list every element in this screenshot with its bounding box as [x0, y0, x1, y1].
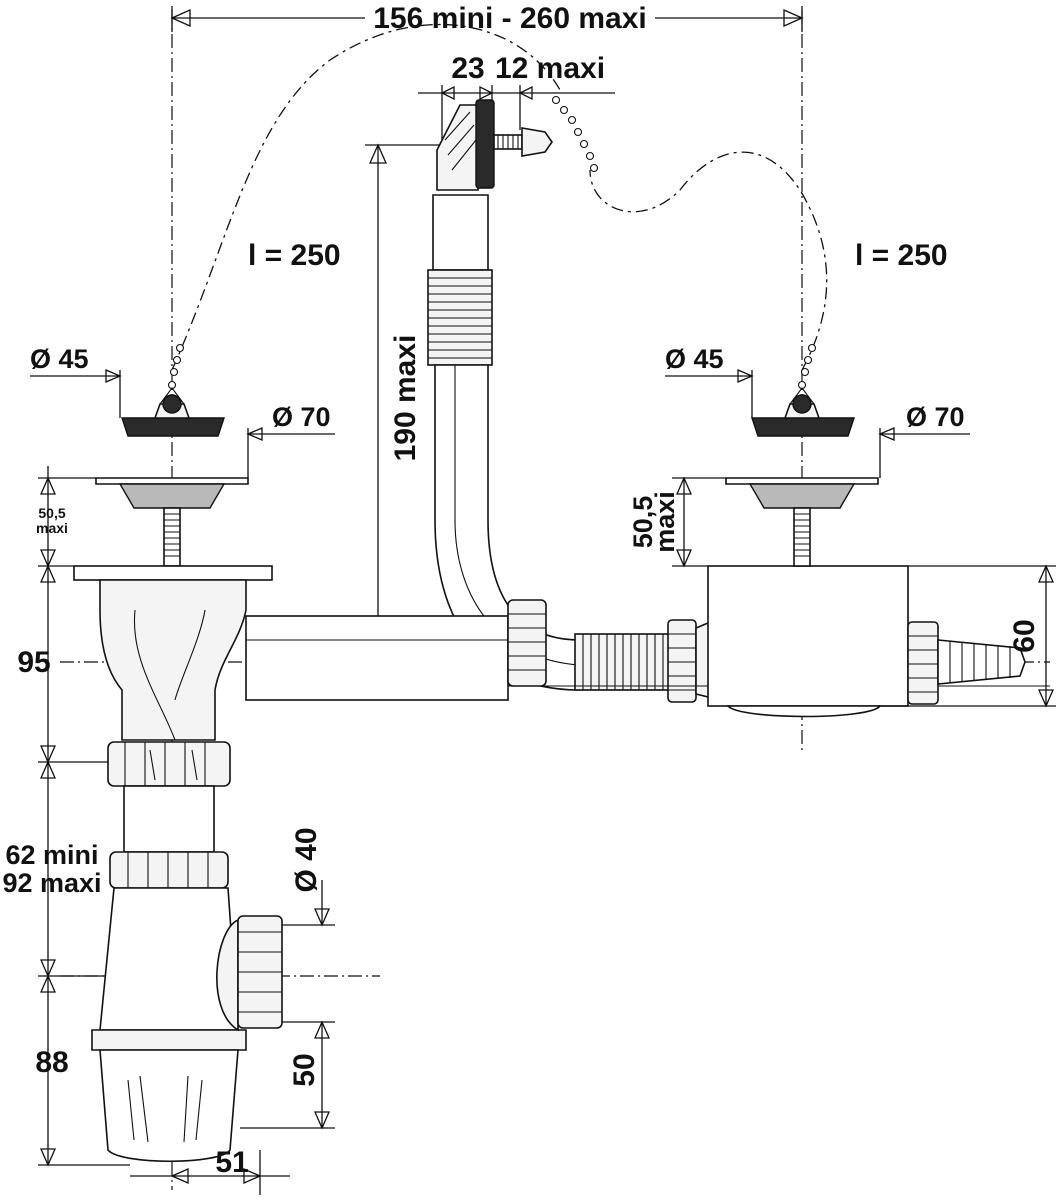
left-chain-length-label: l = 250 — [248, 239, 341, 272]
right-strainer-diameter-label: Ø 70 — [906, 402, 965, 432]
outlet-height-label: 50 — [288, 1053, 321, 1086]
left-plug-diameter-label: Ø 45 — [30, 344, 89, 374]
right-waste-body — [707, 565, 909, 718]
left-tail-label-top: 50,5 — [38, 505, 65, 521]
right-diameter-leaders — [665, 369, 970, 478]
left-tail-label-bottom: maxi — [36, 520, 68, 536]
left-diameter-leaders — [30, 369, 335, 478]
right-tail-label-top: 50,5 — [628, 496, 658, 549]
trap-bowl — [91, 887, 247, 1163]
overflow-height-label: 190 maxi — [389, 335, 422, 462]
overflow-depth-label: 23 — [451, 52, 484, 85]
outlet-diameter-label: Ø 40 — [290, 827, 323, 892]
right-body-height-label: 60 — [1008, 619, 1041, 652]
trap-upper-nut — [107, 741, 231, 787]
left-waste-body — [99, 579, 509, 741]
right-plug-diameter-label: Ø 45 — [665, 344, 724, 374]
overflow-head — [418, 85, 615, 191]
right-plug — [751, 387, 855, 437]
trap-offset-label: 51 — [215, 1146, 248, 1179]
trap-height-label: 88 — [35, 1046, 68, 1079]
right-hose-connector — [907, 621, 1026, 705]
left-vertical-dimensions — [38, 466, 130, 1167]
left-strainer-diameter-label: Ø 70 — [272, 402, 331, 432]
tube-min-label: 62 mini — [5, 840, 98, 870]
left-strainer — [73, 477, 273, 581]
trap-outlet — [216, 915, 283, 1032]
right-tail-label-bottom: maxi — [650, 491, 680, 553]
right-tail-dimension — [672, 476, 726, 568]
trap-tube — [123, 785, 215, 853]
right-chain-length-label: l = 250 — [855, 239, 948, 272]
outlet-dimensions — [130, 880, 335, 1195]
right-strainer — [725, 477, 879, 567]
left-plug — [121, 387, 225, 437]
trap-lower-nut — [109, 851, 229, 889]
plug-chains — [171, 23, 828, 371]
overflow-gap-label: 12 maxi — [495, 52, 605, 85]
overall-width-dimension — [170, 6, 804, 32]
body-height-label: 95 — [17, 646, 50, 679]
chain-beads — [167, 95, 817, 390]
right-body-height-dimension — [880, 564, 1056, 708]
overall-width-label: 156 mini - 260 maxi — [373, 2, 647, 35]
tube-max-label: 92 maxi — [2, 868, 101, 898]
